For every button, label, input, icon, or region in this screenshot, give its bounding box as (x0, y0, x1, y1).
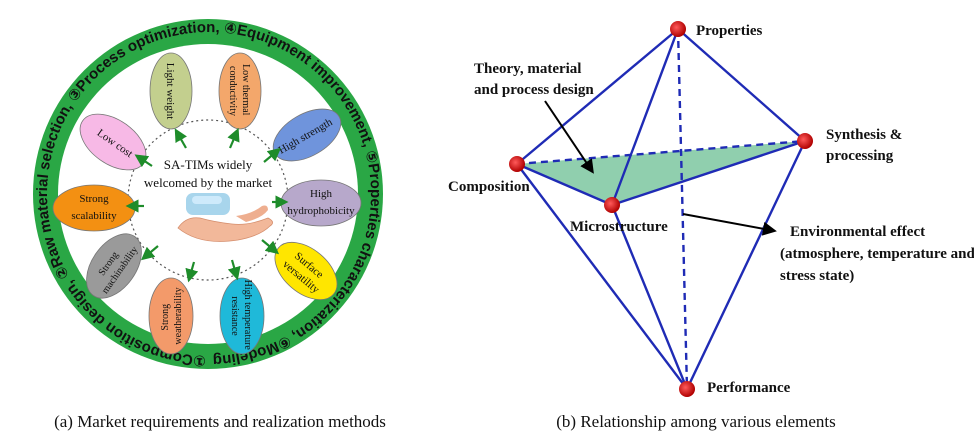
annotation-theory-line-2: and process design (474, 82, 594, 98)
petal-light-weight: Light weight (149, 52, 193, 130)
annotation-theory-line-1: Theory, material (474, 61, 581, 77)
petal-low-cost: Low cost (79, 113, 147, 171)
petal-surface-versatility: Surface versatility (274, 241, 338, 301)
svg-text:Low thermal conductivi: Low thermal conductivity (227, 64, 251, 118)
petal-strong-machinability: Strong machinability (86, 233, 142, 299)
tetrahedron-hidden-edges (516, 28, 806, 390)
petal-high-temperature-resistance: High temperature resistance (219, 277, 265, 355)
panel-b-tetrahedron-diagram: Properties Synthesis & processing Compos… (448, 21, 974, 431)
arrow-theory (544, 100, 594, 174)
petal-strong-scalability: Strong scalability (52, 184, 136, 232)
node-microstructure (604, 197, 620, 213)
svg-text:Strong: Strong (79, 193, 109, 205)
petal-high-hydrophobicity: High hydrophobicity (280, 179, 362, 227)
node-performance (679, 381, 695, 397)
label-synthesis-line-2: processing (826, 148, 894, 164)
label-performance: Performance (707, 380, 791, 396)
center-text-line-2: welcomed by the market (144, 175, 273, 190)
caption-a: (a) Market requirements and realization … (54, 412, 386, 431)
node-properties (670, 21, 686, 37)
label-properties: Properties (696, 23, 763, 39)
svg-text:Strong weatherability: Strong weatherability (160, 287, 184, 344)
node-composition (509, 156, 525, 172)
annotation-env-line-3: stress state) (780, 268, 854, 284)
arrow-environment (682, 213, 777, 236)
caption-b: (b) Relationship among various elements (556, 412, 836, 431)
center-text-line-1: SA-TIMs widely (164, 157, 253, 172)
svg-text:hydrophobicity: hydrophobicity (287, 205, 355, 217)
tetrahedron-edges (516, 28, 807, 390)
svg-text:High temperature resis: High temperature resistance (229, 280, 253, 353)
node-synthesis (797, 133, 813, 149)
green-arrows (125, 127, 289, 283)
shaded-triangle (517, 141, 805, 205)
petal-low-thermal-conductivity: Low thermal conductivity (218, 52, 262, 130)
annotation-env-line-2: (atmosphere, temperature and (780, 246, 974, 262)
panel-a-market-diagram: ①Composition design, ②Raw material selec… (0, 0, 386, 431)
svg-text:High: High (310, 188, 333, 200)
annotation-env-line-1: Environmental effect (790, 224, 925, 240)
svg-text:Light weight: Light weight (164, 63, 176, 120)
label-composition: Composition (448, 179, 530, 195)
label-synthesis-line-1: Synthesis & (826, 127, 902, 143)
petal-strong-weatherability: Strong weatherability (148, 277, 194, 355)
label-microstructure: Microstructure (570, 219, 668, 235)
hand-aerogel-image (177, 193, 273, 242)
svg-text:scalability: scalability (71, 210, 117, 222)
